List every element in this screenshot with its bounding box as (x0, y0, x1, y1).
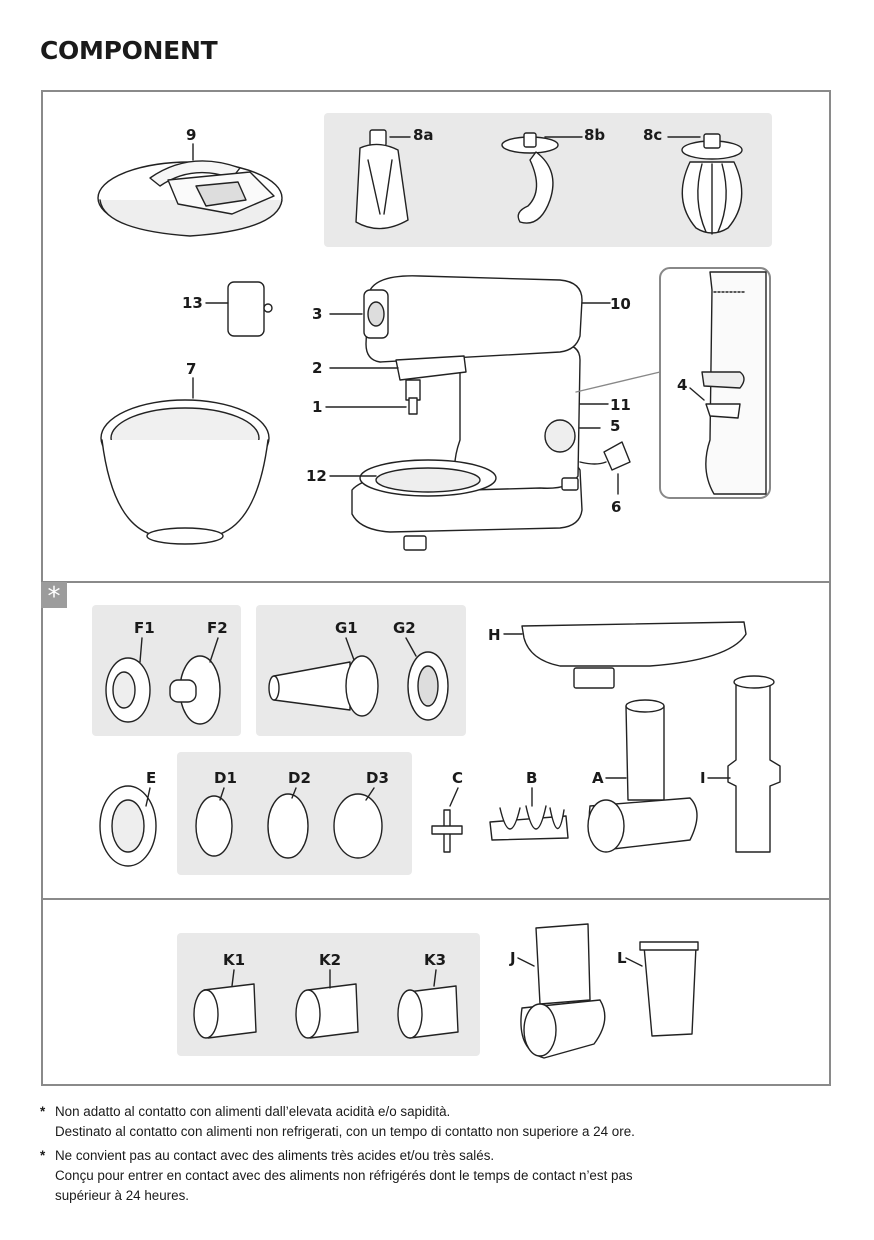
slicer-body-j (520, 923, 606, 1059)
label-f2: F2 (207, 619, 228, 637)
label-3: 3 (312, 305, 323, 323)
label-8a: 8a (413, 126, 434, 144)
attachment-cover (227, 281, 273, 337)
asterisk-section-marker: * (41, 582, 67, 612)
disc-d2 (267, 793, 309, 859)
footnote-line: supérieur à 24 heures. (55, 1188, 189, 1203)
blade-c (431, 809, 463, 853)
whisk (681, 133, 743, 235)
label-g1: G1 (335, 619, 358, 637)
section-divider-bottom (41, 898, 831, 900)
label-12: 12 (306, 467, 327, 485)
label-d1: D1 (214, 769, 237, 787)
disc-d3 (333, 793, 383, 859)
stand-mixer (351, 275, 631, 551)
label-h: H (488, 626, 501, 644)
label-2: 2 (312, 359, 323, 377)
label-8b: 8b (584, 126, 606, 144)
feed-screw-b (489, 805, 569, 841)
label-b: B (526, 769, 538, 787)
label-9: 9 (186, 126, 197, 144)
label-k3: K3 (424, 951, 447, 969)
adapter-f2 (169, 655, 221, 725)
section-divider-top (41, 581, 831, 583)
grinder-body-a (587, 699, 698, 853)
adapter-f1 (105, 657, 151, 723)
slicer-drum-k3 (397, 985, 459, 1039)
label-i: I (700, 769, 706, 787)
footnote-line: Ne convient pas au contact avec des alim… (55, 1148, 495, 1163)
flat-beater (355, 129, 409, 230)
label-1: 1 (312, 398, 323, 416)
label-j: J (510, 949, 516, 967)
label-5: 5 (610, 417, 621, 435)
pusher-l (639, 941, 699, 1037)
label-a: A (592, 769, 604, 787)
footnote-italian: * Non adatto al contatto con alimenti da… (40, 1102, 840, 1142)
label-l: L (617, 949, 627, 967)
meat-tray (521, 621, 747, 689)
mixing-bowl (100, 399, 270, 545)
label-c: C (452, 769, 464, 787)
grater-drum-k2 (295, 983, 359, 1039)
page-title: COMPONENT (40, 36, 218, 65)
label-g2: G2 (393, 619, 416, 637)
locking-ring-e (99, 785, 157, 867)
footnote-line: Destinato al contatto con alimenti non r… (55, 1124, 635, 1139)
footnote-line: Non adatto al contatto con alimenti dall… (55, 1104, 451, 1119)
label-d3: D3 (366, 769, 389, 787)
disc-d1 (195, 795, 233, 857)
footnotes: * Non adatto al contatto con alimenti da… (40, 1102, 840, 1210)
label-k2: K2 (319, 951, 342, 969)
dough-hook (501, 132, 559, 224)
grater-drum-k1 (193, 983, 257, 1039)
label-7: 7 (186, 360, 197, 378)
label-e: E (146, 769, 157, 787)
label-f1: F1 (134, 619, 155, 637)
splash-guard-lid (97, 160, 283, 237)
label-8c: 8c (643, 126, 663, 144)
label-4: 4 (677, 376, 688, 394)
label-10: 10 (610, 295, 631, 313)
label-d2: D2 (288, 769, 311, 787)
label-13: 13 (182, 294, 203, 312)
label-6: 6 (611, 498, 622, 516)
label-k1: K1 (223, 951, 246, 969)
lever-detail-inset (659, 267, 771, 499)
label-11: 11 (610, 396, 631, 414)
footnote-french: * Ne convient pas au contact avec des al… (40, 1146, 840, 1206)
footnote-marker: * (40, 1148, 46, 1163)
disc-g2 (407, 651, 449, 721)
footnote-line: Conçu pour entrer en contact avec des al… (55, 1168, 633, 1183)
pusher-i (727, 675, 781, 853)
sausage-funnel-g1 (268, 655, 379, 717)
footnote-marker: * (40, 1104, 46, 1119)
